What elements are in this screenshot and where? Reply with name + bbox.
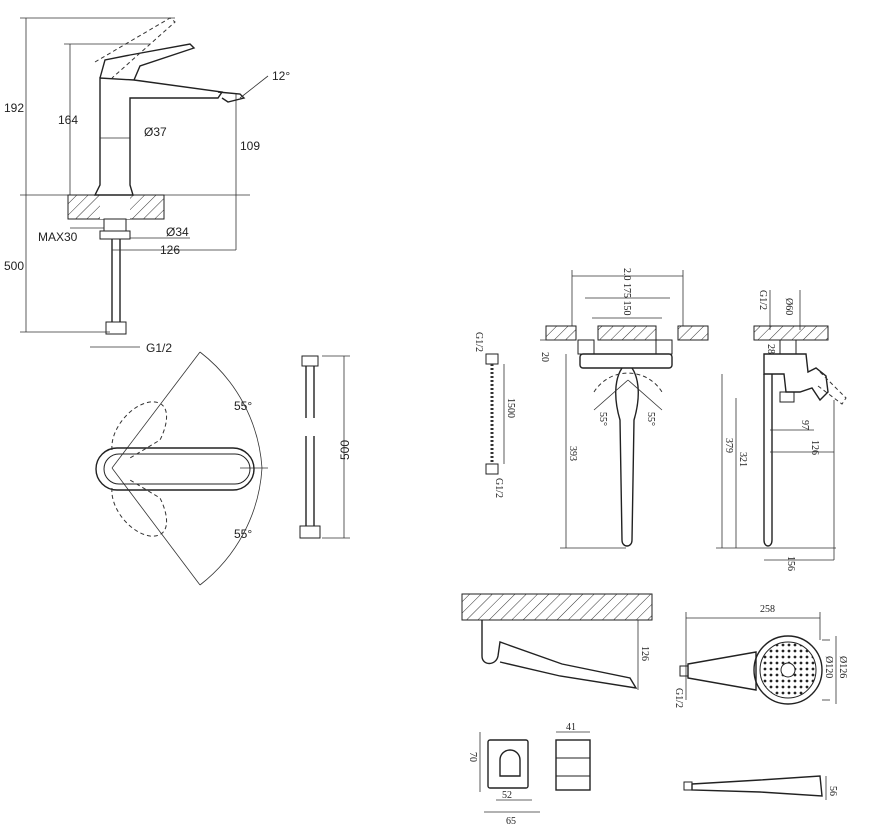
bracket-depth-41: 41 <box>566 722 576 733</box>
dim-diameter-34: Ø34 <box>166 225 189 239</box>
bracket-height-70: 70 <box>467 752 478 762</box>
bath-mixer-front-drawing <box>540 270 709 549</box>
dim-164: 164 <box>58 113 78 127</box>
dim-393: 393 <box>567 446 578 461</box>
dim-diameter-126: Ø126 <box>837 656 848 678</box>
dim-56: 56 <box>827 786 838 796</box>
dim-500: 500 <box>4 259 24 273</box>
dim-126-side: 126 <box>809 440 820 455</box>
dim-angle-12: 12° <box>272 69 290 83</box>
hand-shower-side-drawing <box>683 775 827 800</box>
hand-shower-thread: G1/2 <box>673 688 684 708</box>
dim-1500: 1500 <box>505 398 516 418</box>
side-diameter-60: Ø60 <box>783 298 794 315</box>
bracket-width-65: 65 <box>506 816 516 827</box>
flex-hose-drawing <box>299 355 350 539</box>
angle-up-55: 55° <box>234 399 252 413</box>
side-thread-g12: G1/2 <box>757 290 768 310</box>
shower-hose-drawing <box>485 353 505 475</box>
spout-detail-drawing <box>461 593 653 690</box>
dim-126: 126 <box>160 243 180 257</box>
thread-bottom-g12: G1/2 <box>493 478 504 498</box>
bracket-width-52: 52 <box>502 790 512 801</box>
lever-rotation-drawing <box>95 351 268 586</box>
hand-shower-drawing <box>679 612 837 705</box>
bracket-drawing <box>479 731 591 813</box>
dim-g12: G1/2 <box>146 341 172 355</box>
bath-mixer-side-drawing <box>716 290 847 561</box>
angle-down-55: 55° <box>234 527 252 541</box>
angle-left-55: 55° <box>597 412 608 426</box>
thread-top-g12: G1/2 <box>473 332 484 352</box>
dim-centers: 2.0 175 150 <box>621 268 632 316</box>
dim-109: 109 <box>240 139 260 153</box>
dim-wall-20: 20 <box>539 352 550 362</box>
dim-hose-500: 500 <box>338 440 352 460</box>
dim-192: 192 <box>4 101 24 115</box>
side-offset-28: 28 <box>765 344 776 354</box>
dim-321: 321 <box>737 452 748 467</box>
basin-mixer-drawing <box>20 17 269 348</box>
dim-97: 97 <box>799 420 810 430</box>
dim-379: 379 <box>723 438 734 453</box>
dim-diameter-37: Ø37 <box>144 125 167 139</box>
dim-156: 156 <box>785 556 796 571</box>
dim-max30: MAX30 <box>38 230 78 244</box>
dim-spout-126: 126 <box>639 646 650 661</box>
dim-diameter-120: Ø120 <box>823 656 834 678</box>
angle-right-55: 55° <box>645 412 656 426</box>
dim-258: 258 <box>760 604 775 615</box>
